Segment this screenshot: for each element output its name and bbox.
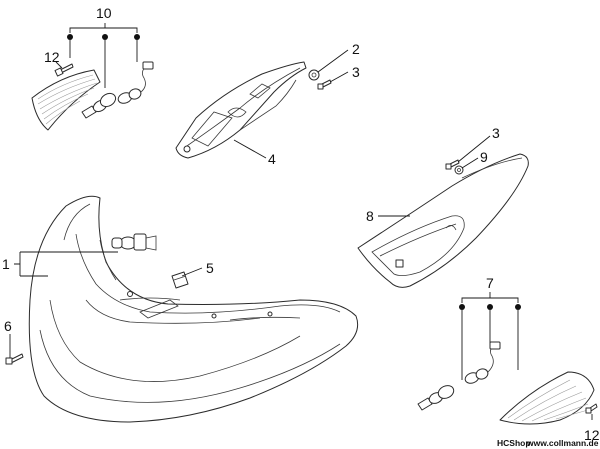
callout-12-top: 12 — [44, 49, 60, 65]
callout-4: 4 — [268, 151, 276, 167]
leader-1-bracket — [14, 251, 118, 277]
part-4-rear-light-housing — [175, 61, 307, 159]
leader-9 — [461, 157, 479, 169]
turn-signal-lens-front — [31, 69, 101, 131]
kit-7-dot-2 — [487, 304, 493, 310]
kit-7-leaders — [461, 310, 519, 380]
kit-10-bracket — [69, 23, 138, 33]
part-5-clip — [171, 271, 189, 289]
socket-cable-front — [117, 61, 154, 104]
callout-12-bottom: 12 — [584, 427, 600, 443]
kit-7-dot-3 — [515, 304, 521, 310]
kit-10-dot-3 — [134, 34, 140, 40]
callout-3-right: 3 — [492, 125, 500, 141]
part-3-screw-right — [445, 159, 460, 170]
bulb-front — [81, 92, 117, 119]
socket-cable-rear — [464, 341, 501, 384]
screw-12-top — [54, 63, 74, 77]
watermark-brand: HCShop — [497, 438, 531, 448]
part-8-light-unit-right — [357, 153, 529, 288]
part-1-rear-body — [28, 195, 359, 423]
part-9-grommet — [454, 165, 464, 175]
callout-8: 8 — [366, 208, 374, 224]
callout-1: 1 — [2, 256, 10, 272]
leader-5 — [181, 267, 203, 277]
kit-10-dot-2 — [102, 34, 108, 40]
leader-3-right — [457, 135, 491, 163]
bulb-rear — [417, 385, 455, 411]
screw-12-bottom — [585, 403, 598, 414]
kit-7-group — [417, 292, 598, 425]
part-3-screw-top — [317, 79, 332, 90]
leader-12-top — [55, 61, 63, 69]
headlight-bulb — [111, 233, 157, 251]
callout-6: 6 — [4, 318, 12, 334]
leader-4 — [233, 139, 267, 159]
turn-signal-lens-rear — [499, 371, 595, 425]
kit-7-dot-1 — [459, 304, 465, 310]
callout-9: 9 — [480, 149, 488, 165]
kit-10-leaders — [69, 40, 138, 88]
kit-10-dot-1 — [67, 34, 73, 40]
leader-3-top — [329, 71, 349, 83]
watermark-url: www.collmann.de — [526, 438, 599, 448]
kit-10-group — [31, 23, 154, 131]
part-2-grommet — [308, 69, 320, 81]
callout-2: 2 — [352, 41, 360, 57]
kit-7-bracket — [461, 292, 519, 303]
callout-3-top: 3 — [352, 64, 360, 80]
leader-2 — [317, 49, 349, 73]
callout-10: 10 — [96, 5, 112, 21]
part-6-screw — [5, 353, 24, 365]
callout-7: 7 — [486, 275, 494, 291]
callout-5: 5 — [206, 260, 214, 276]
